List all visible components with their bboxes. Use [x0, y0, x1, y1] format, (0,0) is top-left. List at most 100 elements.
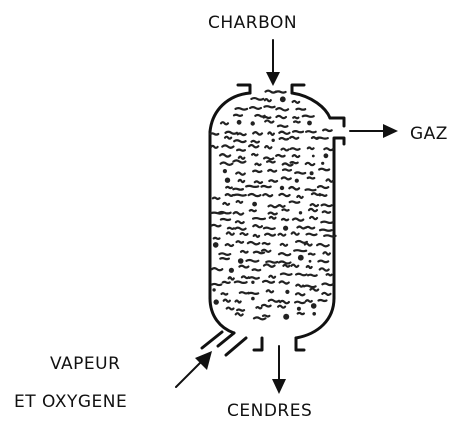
- coal-particle: [219, 257, 230, 261]
- label-cendres: CENDRES: [227, 401, 312, 421]
- coal-particle: [211, 196, 221, 201]
- coal-particle: [309, 287, 320, 292]
- coal-particle: [245, 184, 260, 188]
- coal-particle: [253, 180, 264, 185]
- coal-particle: [237, 178, 246, 184]
- coal-particle: [304, 188, 317, 192]
- coal-particle: [263, 156, 275, 161]
- coal-particle: [277, 304, 287, 309]
- coal-particle: [252, 316, 267, 321]
- coal-particle: [307, 273, 318, 277]
- coal-particle: [323, 234, 337, 238]
- coal-particle: [289, 161, 299, 165]
- coal-particle: [309, 215, 319, 221]
- coal-particle: [221, 280, 231, 284]
- coal-particle: [239, 249, 249, 254]
- coal-particle: [317, 298, 328, 303]
- coal-particle: [219, 121, 230, 126]
- coal-particle: [316, 242, 330, 248]
- coal-particle: [232, 187, 244, 191]
- coal-particle: [262, 115, 272, 120]
- coal-particle: [316, 185, 330, 190]
- reactor-vessel: [200, 83, 346, 357]
- coal-particle: [304, 161, 316, 167]
- coal-particle: [210, 223, 222, 228]
- coal-particle: [323, 147, 334, 152]
- coal-particle: [209, 132, 220, 136]
- coal-particle: [309, 203, 320, 208]
- coal-particle: [301, 114, 315, 118]
- coal-particle: [224, 130, 238, 135]
- coal-particle: [264, 232, 276, 237]
- coal-particle: [283, 225, 289, 231]
- coal-particle: [247, 192, 262, 198]
- coal-particle: [280, 176, 292, 181]
- coal-particle: [227, 276, 235, 281]
- coal-particle: [266, 160, 276, 164]
- coal-particle: [281, 168, 293, 172]
- coal-particle: [310, 303, 317, 309]
- coal-particle: [292, 116, 300, 120]
- coal-particle: [212, 288, 216, 292]
- coal-particle: [271, 138, 275, 142]
- coal-particle: [264, 89, 277, 94]
- coal-particle: [309, 171, 314, 176]
- coal-particle: [322, 128, 333, 133]
- coal-particle: [278, 192, 291, 198]
- coal-particle: [323, 153, 329, 159]
- coal-particle: [263, 98, 272, 103]
- coal-particle: [222, 298, 231, 303]
- coal-particle: [211, 282, 223, 287]
- coal-particle: [261, 279, 276, 284]
- coal-particle: [276, 124, 289, 128]
- label-charbon: CHARBON: [208, 13, 297, 33]
- coal-particle: [298, 211, 303, 215]
- coal-particle: [295, 283, 305, 288]
- coal-particle: [281, 208, 290, 212]
- coal-particle: [307, 120, 312, 126]
- coal-particle: [234, 220, 245, 225]
- coal-particle: [224, 243, 235, 248]
- coal-particle: [283, 313, 290, 320]
- coal-particle: [236, 308, 246, 312]
- label-vapeur: VAPEUR: [50, 354, 120, 374]
- coal-particle: [210, 267, 224, 272]
- coal-particle: [235, 171, 246, 176]
- coal-inlet-arrow: [266, 39, 280, 86]
- coal-particle: [267, 204, 279, 209]
- coal-particle: [321, 282, 334, 287]
- coal-particle: [261, 314, 271, 318]
- coal-particle: [296, 311, 305, 316]
- coal-particle: [305, 130, 317, 134]
- coal-particle: [225, 231, 235, 236]
- coal-particle: [236, 119, 242, 125]
- coal-particle: [293, 249, 308, 253]
- coal-particle: [312, 312, 317, 316]
- coal-particle: [268, 274, 277, 279]
- coal-particle: [288, 200, 301, 204]
- coal-particle: [279, 272, 293, 276]
- coal-particle: [225, 306, 235, 311]
- coal-particle: [291, 130, 305, 134]
- coal-particle: [234, 299, 242, 304]
- coal-particle: [296, 194, 304, 200]
- coal-particle: [264, 145, 273, 150]
- coal-particle: [304, 299, 313, 303]
- coal-particle: [321, 210, 332, 214]
- coal-particle: [325, 178, 335, 183]
- coal-particle: [278, 280, 290, 285]
- coal-particle: [235, 240, 245, 244]
- coal-particle: [226, 226, 235, 230]
- coal-particle: [262, 193, 274, 198]
- coal-particle: [307, 252, 316, 256]
- coal-particle: [318, 167, 331, 172]
- coal-particle: [255, 305, 263, 310]
- coal-particle: [279, 299, 290, 305]
- coal-particle: [291, 99, 301, 104]
- coal-particle: [305, 264, 313, 270]
- coal-particle: [252, 169, 263, 174]
- coal-particle: [315, 136, 329, 140]
- coal-particle: [267, 298, 281, 303]
- coal-particle: [261, 241, 271, 246]
